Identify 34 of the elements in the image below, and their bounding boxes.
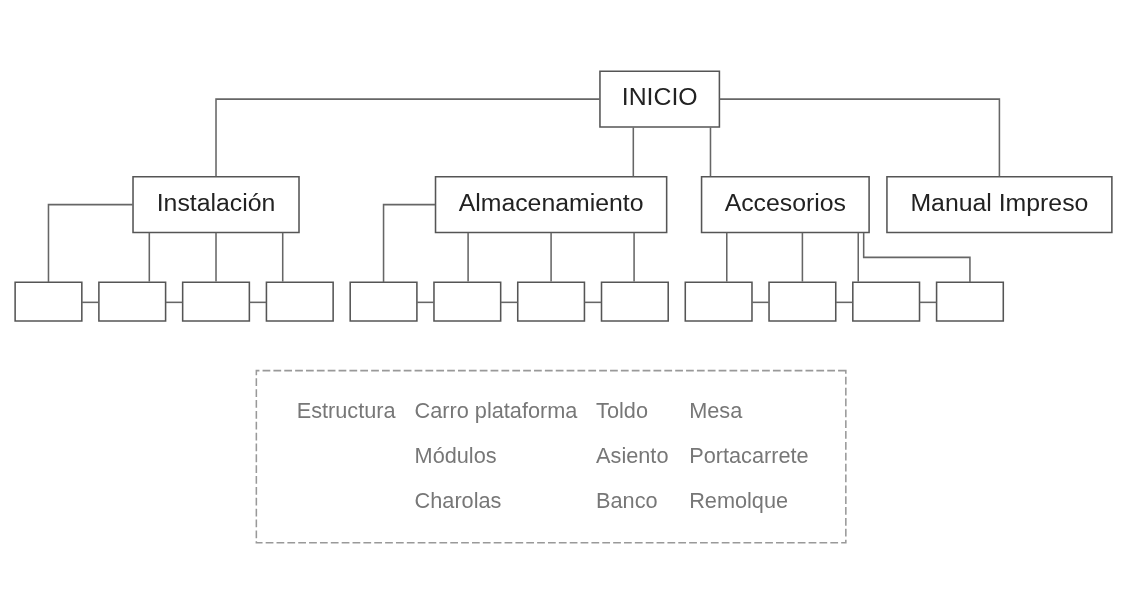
connector xyxy=(550,231,552,283)
connector xyxy=(148,231,151,283)
connector xyxy=(215,231,217,283)
node-box xyxy=(265,281,334,322)
node-box xyxy=(600,281,669,322)
node-box xyxy=(181,281,251,322)
node-box xyxy=(768,281,837,322)
connector xyxy=(633,231,635,283)
connector xyxy=(215,98,601,178)
node-box xyxy=(349,281,418,322)
node-box xyxy=(852,281,921,322)
node-box: Manual Impreso xyxy=(886,175,1113,234)
node-box: Estructura Carro plataforma Toldo Mesa Módulos Asiento Portacarrete Charolas Banco Remolque xyxy=(255,369,847,544)
node-box: Instalación xyxy=(132,175,300,234)
node-box xyxy=(433,281,502,322)
node-box: Accesorios xyxy=(700,175,870,234)
node-box xyxy=(14,281,83,322)
connector xyxy=(801,231,804,283)
node-box xyxy=(98,281,167,322)
connector xyxy=(718,98,1001,178)
connector xyxy=(632,126,635,178)
connector xyxy=(862,232,971,283)
node-box: Almacenamiento xyxy=(434,175,668,234)
connector xyxy=(47,203,134,283)
connector xyxy=(726,231,728,283)
node-box: INICIO xyxy=(599,70,721,128)
connector xyxy=(382,203,436,283)
connector xyxy=(467,231,469,283)
connector xyxy=(281,231,284,283)
node-box xyxy=(516,281,586,322)
node-box xyxy=(935,281,1005,322)
connector xyxy=(709,126,712,178)
connector xyxy=(857,231,859,283)
node-box xyxy=(684,281,753,322)
